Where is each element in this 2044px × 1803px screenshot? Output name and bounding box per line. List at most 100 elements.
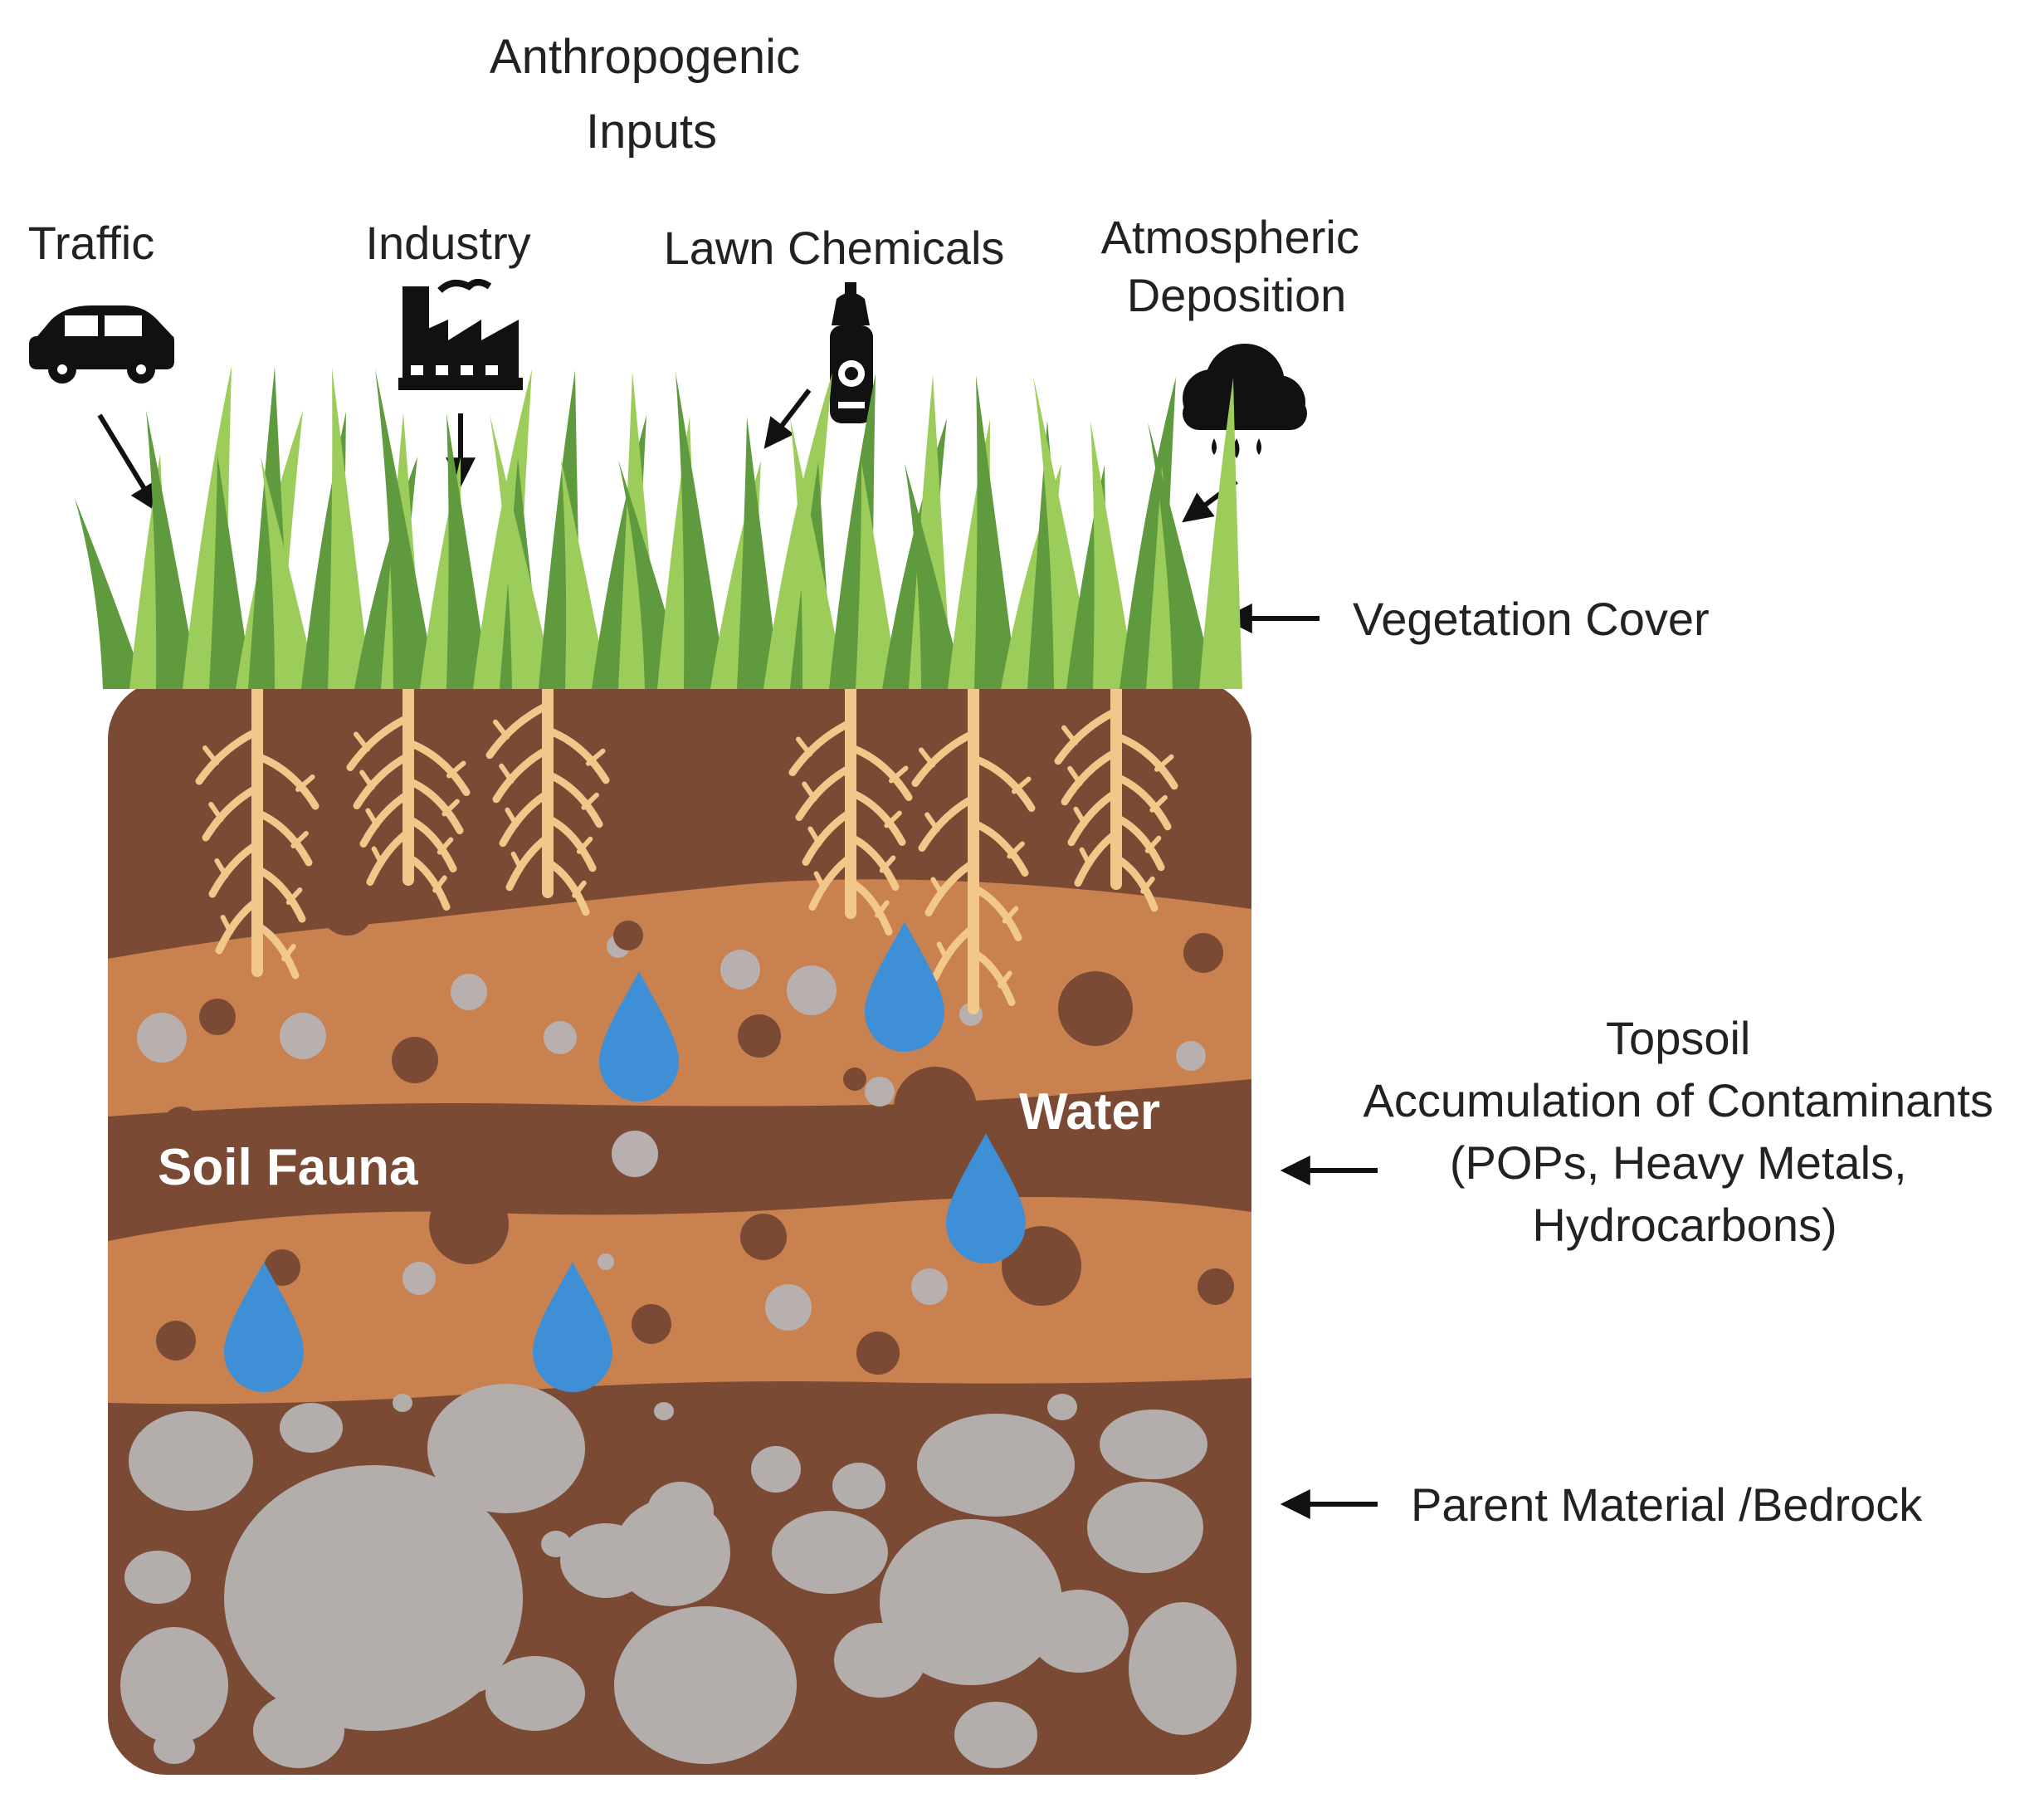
bedrock-stone: [1047, 1394, 1077, 1420]
pebble: [1176, 1041, 1206, 1071]
root-branch: [208, 840, 261, 898]
grass-blade: [974, 375, 1017, 689]
root-twig: [936, 941, 949, 962]
atmospheric-deposition-label: Atmospheric Deposition: [1101, 211, 1373, 321]
root-twig: [493, 719, 510, 740]
root-twig: [446, 760, 466, 779]
root-twig: [365, 808, 380, 828]
pebble: [544, 1021, 577, 1054]
soil-layers: [108, 879, 1251, 1768]
grass-blade: [737, 417, 780, 689]
root-branch: [924, 859, 978, 916]
bedrock-stone: [954, 1702, 1037, 1768]
bedrock-stone: [772, 1511, 888, 1594]
topsoil-line-4: Hydrocarbons): [1532, 1199, 1837, 1251]
root-branch: [846, 744, 913, 801]
root-twig: [1149, 794, 1168, 813]
bedrock-stone: [880, 1519, 1062, 1685]
root-branch: [969, 884, 1022, 941]
pebble: [598, 1253, 614, 1270]
soil-aggregate: [1198, 1268, 1234, 1305]
root-branch: [544, 726, 610, 784]
atmospheric-line-2: Deposition: [1127, 269, 1347, 321]
bedrock-stone: [280, 1403, 343, 1453]
traffic-arrow: [97, 413, 159, 514]
root-twig: [1079, 847, 1092, 867]
root-twig: [924, 812, 940, 833]
car-icon: [29, 305, 174, 384]
grass-blade: [1090, 421, 1136, 689]
root-branch: [253, 752, 320, 810]
root-twig: [1012, 776, 1032, 794]
soil-aggregate: [894, 1067, 977, 1150]
water-drop: [533, 1262, 612, 1392]
pebble: [787, 965, 837, 1015]
grass-blade: [676, 372, 727, 689]
root-branch: [1067, 789, 1120, 847]
bedrock-stone: [253, 1693, 344, 1768]
root-branch: [346, 714, 412, 771]
soil-aggregate: [199, 999, 236, 1035]
bedrock-stone: [154, 1731, 195, 1764]
bedrock-stone: [654, 1402, 674, 1420]
topsoil-label: Topsoil Accumulation of Contaminants (PO…: [1363, 1012, 2006, 1251]
root: [911, 679, 1036, 1014]
root-twig: [1061, 725, 1078, 745]
root-twig: [884, 810, 902, 828]
soil-aggregate: [1002, 1226, 1081, 1306]
root-twig: [572, 880, 587, 898]
root-twig: [505, 807, 520, 828]
root-branch: [969, 949, 1016, 1006]
topsoil-line-2: Accumulation of Contaminants: [1363, 1074, 1993, 1126]
bedrock-stone: [427, 1384, 585, 1513]
vegetation-cover-grass: [75, 366, 1242, 689]
grass-blade: [75, 498, 146, 689]
soil-aggregate: [632, 1304, 671, 1344]
root-branch: [969, 819, 1029, 877]
bedrock-stone: [1129, 1602, 1237, 1735]
root-branch: [499, 789, 552, 848]
vegetation-cover-label: Vegetation Cover: [1353, 593, 1710, 645]
water-label: Water: [1019, 1083, 1160, 1141]
soil-aggregate: [856, 1331, 900, 1375]
root-branch: [1112, 854, 1159, 912]
root-twig: [510, 851, 524, 872]
bedrock-stone: [851, 1525, 876, 1550]
root-twig: [202, 745, 219, 765]
root-twig: [432, 875, 447, 893]
root-branch: [1074, 829, 1120, 887]
root-branch: [795, 764, 855, 821]
soil-aggregate: [392, 1037, 438, 1083]
soil-aggregate: [156, 1321, 196, 1361]
root-twig: [437, 837, 454, 855]
root-branch: [485, 701, 552, 760]
spray-bottle-icon: [830, 282, 873, 423]
grass-blade: [375, 369, 437, 689]
bedrock-stones: [120, 1384, 1237, 1768]
root-twig: [285, 887, 303, 905]
grass-blade: [146, 410, 199, 689]
root-branch: [1112, 773, 1172, 831]
soil-aggregate: [264, 1249, 300, 1286]
root-branch: [1054, 707, 1120, 765]
root-branch: [404, 739, 471, 796]
bedrock-stone: [129, 1411, 253, 1511]
water-drops: [224, 921, 1026, 1392]
root-branch: [253, 865, 306, 923]
root-branch: [404, 853, 451, 911]
bedrock-stone: [369, 1501, 411, 1537]
pebble: [280, 1013, 326, 1059]
root-twig: [813, 871, 827, 892]
root-twig: [1073, 806, 1088, 827]
bedrock-stone: [1087, 1482, 1203, 1573]
root-branch: [969, 755, 1036, 812]
root-twig: [1002, 906, 1019, 924]
root-twig: [290, 831, 309, 848]
root: [788, 683, 913, 936]
water-drop: [599, 971, 679, 1102]
topsoil-line-3: (POPs, Heavy Metals,: [1450, 1136, 1907, 1189]
grass-blade: [261, 456, 318, 689]
lawn-chemicals-arrow: [763, 388, 812, 449]
grass-blade: [1199, 378, 1242, 689]
